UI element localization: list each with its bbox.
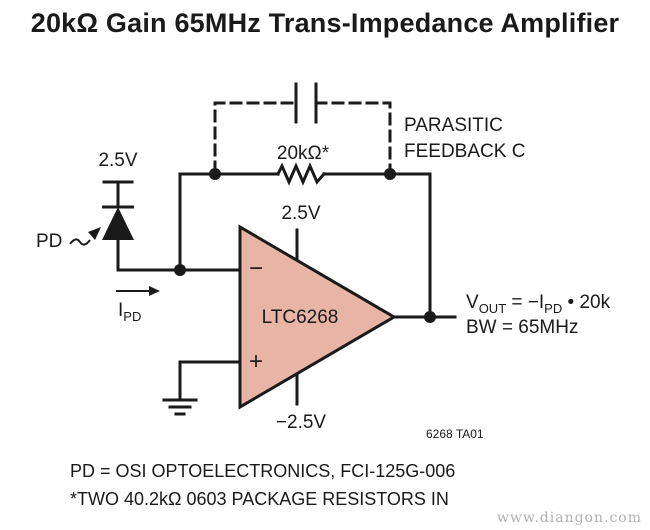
light-arrowhead-icon (88, 227, 101, 240)
photodiode-icon (102, 207, 134, 240)
opamp-triangle (238, 224, 397, 410)
light-arrow-icon (69, 238, 91, 246)
diagram-title: 20kΩ Gain 65MHz Trans-Impedance Amplifie… (30, 8, 620, 38)
noninverting-sign: + (249, 348, 263, 375)
parasitic-label-line1: PARASITIC (404, 115, 503, 136)
opamp-label: LTC6268 (262, 307, 339, 328)
parasitic-capacitor-path (213, 101, 392, 174)
junction-dot (384, 168, 396, 180)
current-arrowhead-icon (149, 286, 160, 296)
junction-dot (209, 168, 221, 180)
feedback-resistor (275, 162, 327, 186)
noninverting-input-wire (178, 360, 242, 402)
parasitic-label-line2: FEEDBACK C (404, 141, 525, 162)
inverting-sign: − (249, 255, 263, 282)
positive-supply-label: 2.5V (281, 203, 320, 224)
figure-id-label: 6268 TA01 (426, 427, 484, 441)
resistor-label: 20kΩ* (277, 143, 330, 164)
junction-dot (424, 311, 436, 323)
watermark: www.diangon.com (497, 510, 642, 526)
vout-equation: VOUT = −IPD • 20k (466, 292, 611, 316)
pd-label: PD (36, 231, 62, 252)
junction-dot (174, 264, 186, 276)
bandwidth-label: BW = 65MHz (466, 317, 578, 338)
note-line-1: PD = OSI OPTOELECTRONICS, FCI-125G-006 (70, 461, 456, 481)
negative-supply-label: −2.5V (276, 412, 327, 433)
diode-supply-label: 2.5V (98, 150, 137, 171)
note-line-2: *TWO 40.2kΩ 0603 PACKAGE RESISTORS IN (70, 489, 449, 509)
ipd-label: IPD (118, 300, 141, 324)
